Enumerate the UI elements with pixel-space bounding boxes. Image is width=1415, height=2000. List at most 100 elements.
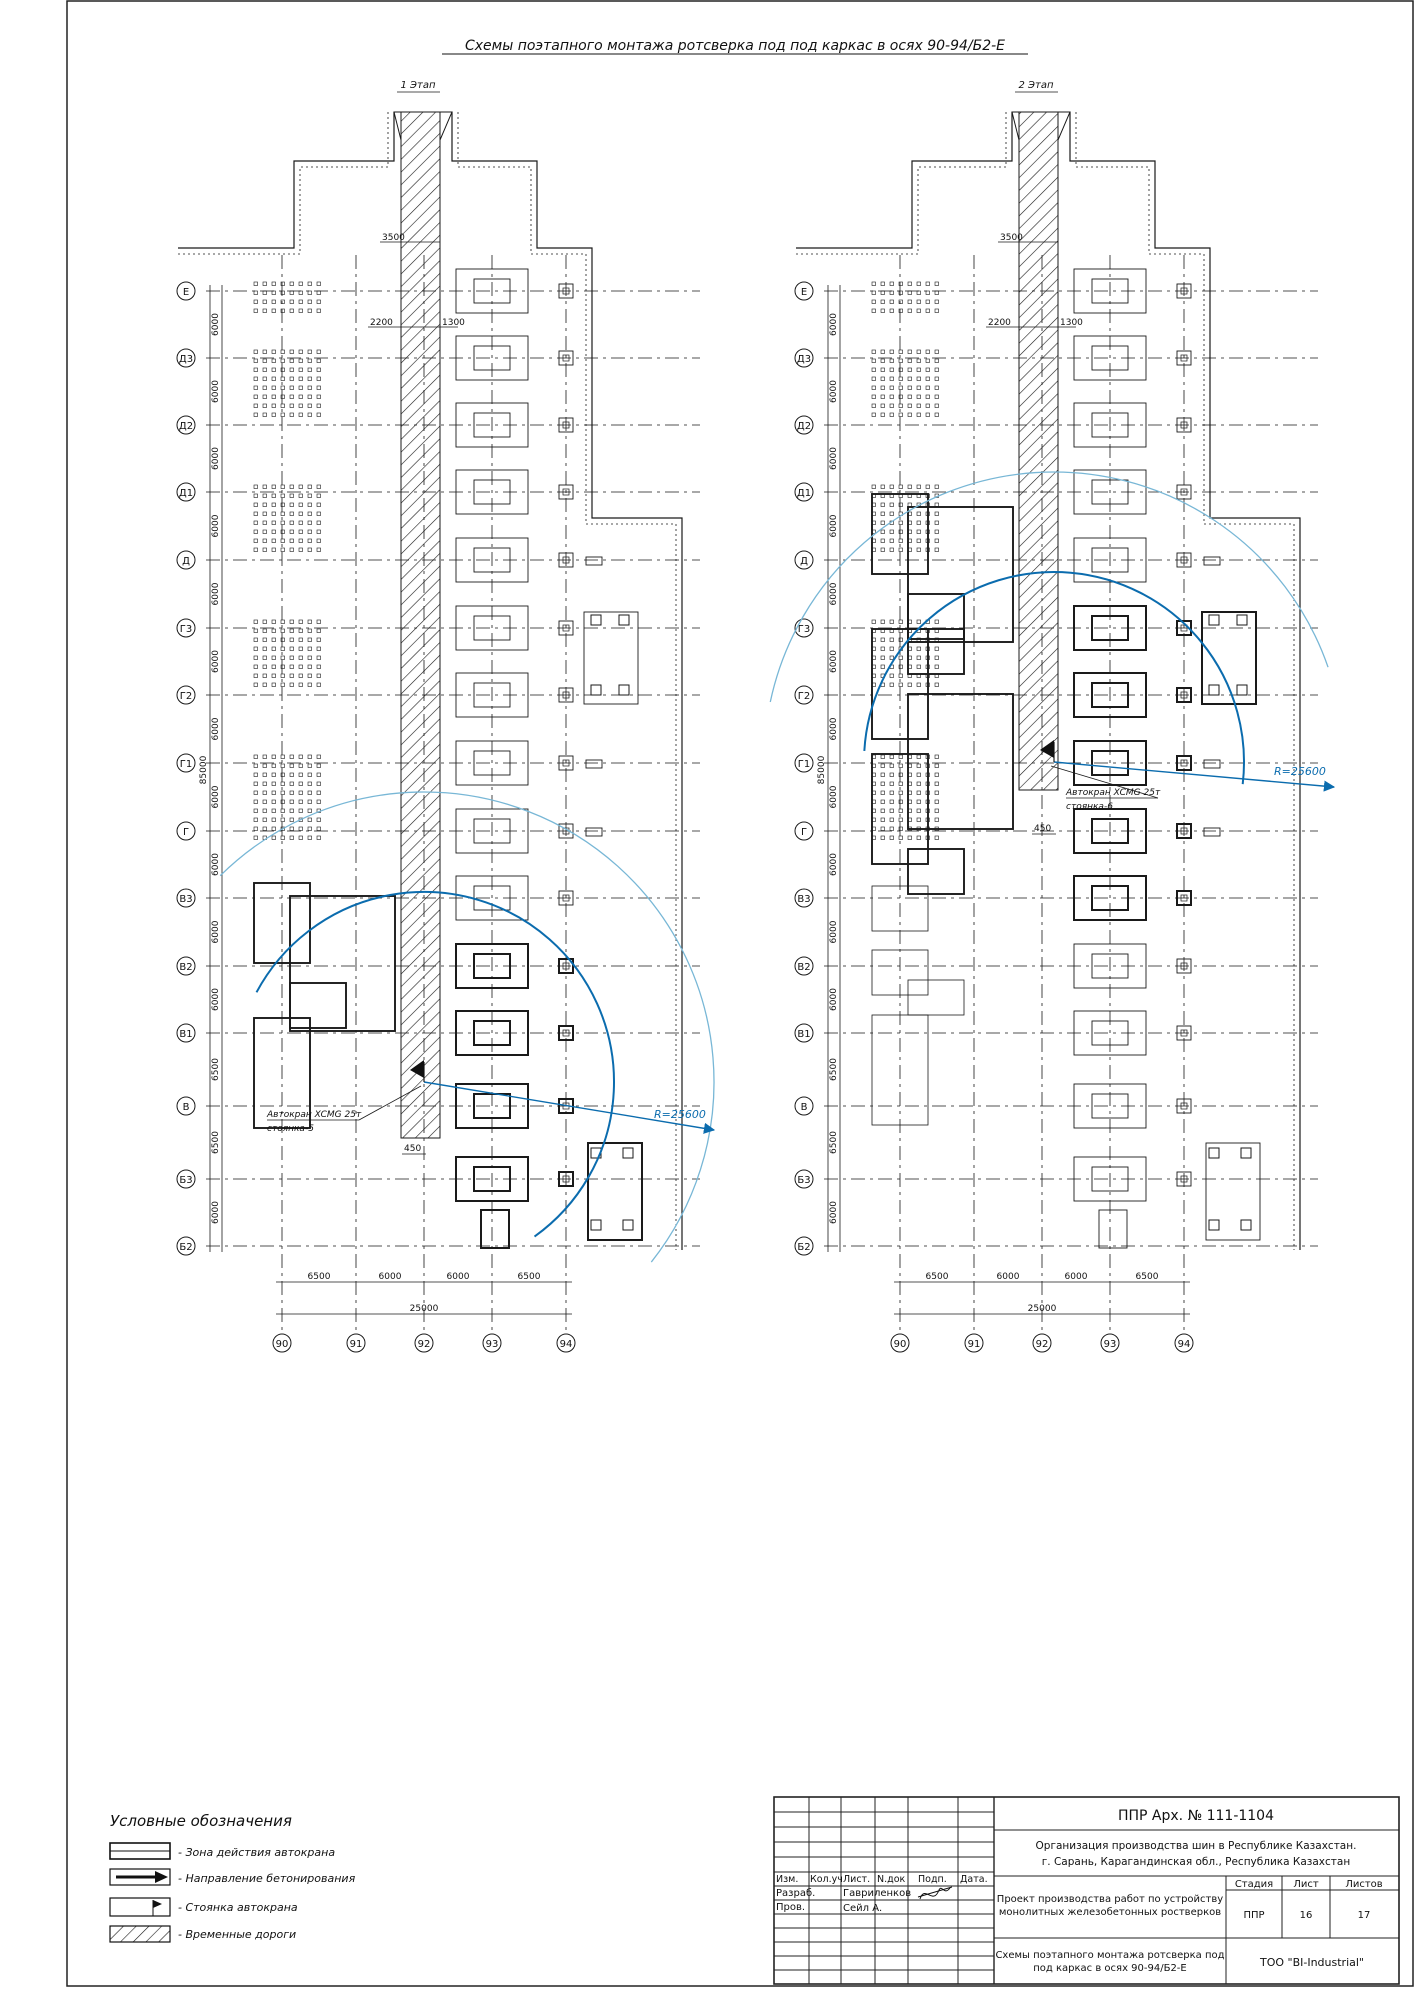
pile-dot (253, 646, 258, 651)
pile-dot (262, 799, 267, 804)
row-axis-bubble (176, 753, 196, 773)
small-cap-core (562, 962, 570, 970)
pile-dot (880, 403, 885, 408)
row-axis-bubble (176, 1023, 196, 1043)
pile-cap-outer (1073, 335, 1147, 381)
pile-cap-inner (1091, 1166, 1129, 1192)
pile-dot (316, 538, 321, 543)
pile-cap-outer (455, 469, 529, 515)
pile-dot (262, 484, 267, 489)
pile-cap-inner (473, 750, 511, 776)
pile-dot (871, 299, 876, 304)
col-axis-bubble (1100, 1333, 1120, 1353)
pile-dot (916, 790, 921, 795)
pile-dot (907, 394, 912, 399)
small-cap-core (562, 894, 570, 902)
pile-dot (925, 358, 930, 363)
dim-row-spacing: 6000 (829, 988, 839, 1011)
small-cap-core (1180, 488, 1188, 496)
pile-dot (262, 502, 267, 507)
pile-dot (280, 538, 285, 543)
stamp-sheet-header: Лист (1293, 1879, 1319, 1890)
dim-row-spacing: 6500 (211, 1131, 221, 1154)
pile-dot (889, 655, 894, 660)
row-axis-label: Д3 (797, 354, 811, 365)
pile-dot (280, 682, 285, 687)
pile-dot (280, 385, 285, 390)
pile-dot (262, 673, 267, 678)
pile-dot (916, 763, 921, 768)
pile-dot (316, 763, 321, 768)
temporary-road (400, 111, 441, 1139)
small-cap-core (562, 624, 570, 632)
pile-dot (307, 281, 312, 286)
pile-dot (934, 772, 939, 777)
pile-dot (271, 682, 276, 687)
col-axis-bubble (272, 1333, 292, 1353)
pile-cap-inner (1091, 615, 1129, 641)
pile-dot (925, 299, 930, 304)
building-outline-right (451, 112, 683, 1250)
foundation-group (907, 506, 1014, 643)
pile-dot (880, 412, 885, 417)
pile-dot (907, 290, 912, 295)
stamp-h-list: Лист. (843, 1874, 870, 1885)
small-cap (1176, 552, 1192, 568)
pile-dot (253, 835, 258, 840)
pile-dot (907, 308, 912, 313)
pile-dot (316, 547, 321, 552)
pile-dot (880, 790, 885, 795)
pile-cap-inner (1091, 885, 1129, 911)
pile-cap-outer (1073, 469, 1147, 515)
stamp-stage-header: Стадия (1235, 1879, 1273, 1890)
row-axis-label: Б2 (797, 1242, 810, 1253)
pile-dot (289, 655, 294, 660)
dim-col-spacing: 6000 (379, 1272, 402, 1282)
row-axis-label: Г3 (798, 624, 810, 635)
pile-cap-outer (455, 402, 529, 448)
pile-dot (253, 547, 258, 552)
pile-dot (880, 655, 885, 660)
row-axis-bubble (176, 1236, 196, 1256)
pile-dot (898, 412, 903, 417)
pile-dot (316, 772, 321, 777)
pile-dot (289, 817, 294, 822)
pile-dot (307, 628, 312, 633)
pile-dot (289, 493, 294, 498)
legend-road-label: - Временные дороги (178, 1928, 296, 1941)
pile-dot (271, 358, 276, 363)
pile-dot (262, 637, 267, 642)
small-cap-core (1180, 759, 1188, 767)
pile-dot (271, 547, 276, 552)
pile-dot (298, 835, 303, 840)
pile-dot (307, 826, 312, 831)
pile-dot (253, 290, 258, 295)
row-axis-bubble (794, 685, 814, 705)
small-cap (558, 823, 574, 839)
pile-dot (934, 817, 939, 822)
pile-dot (253, 754, 258, 759)
pile-dot (934, 799, 939, 804)
dim-row-spacing: 6000 (829, 447, 839, 470)
pile-dot (262, 529, 267, 534)
small-cap-core (562, 287, 570, 295)
pile-dot (898, 484, 903, 489)
pile-dot (925, 281, 930, 286)
pile-dot (889, 367, 894, 372)
pile-dot (271, 403, 276, 408)
legend-zone-label: - Зона действия автокрана (178, 1846, 335, 1859)
building-outline-right (1069, 112, 1301, 1250)
pile-dot (898, 376, 903, 381)
row-axis-label: Д1 (179, 488, 193, 499)
foundation-group (907, 848, 965, 895)
pile-dot (871, 619, 876, 624)
pile-dot (316, 790, 321, 795)
pile-dot (253, 394, 258, 399)
pile-dot (262, 655, 267, 660)
pile-dot (307, 511, 312, 516)
pile-dot (253, 682, 258, 687)
pile-dot (262, 619, 267, 624)
pile-dot (898, 655, 903, 660)
pile-dot (898, 281, 903, 286)
stamp-role-developer: Разраб. (776, 1888, 815, 1899)
